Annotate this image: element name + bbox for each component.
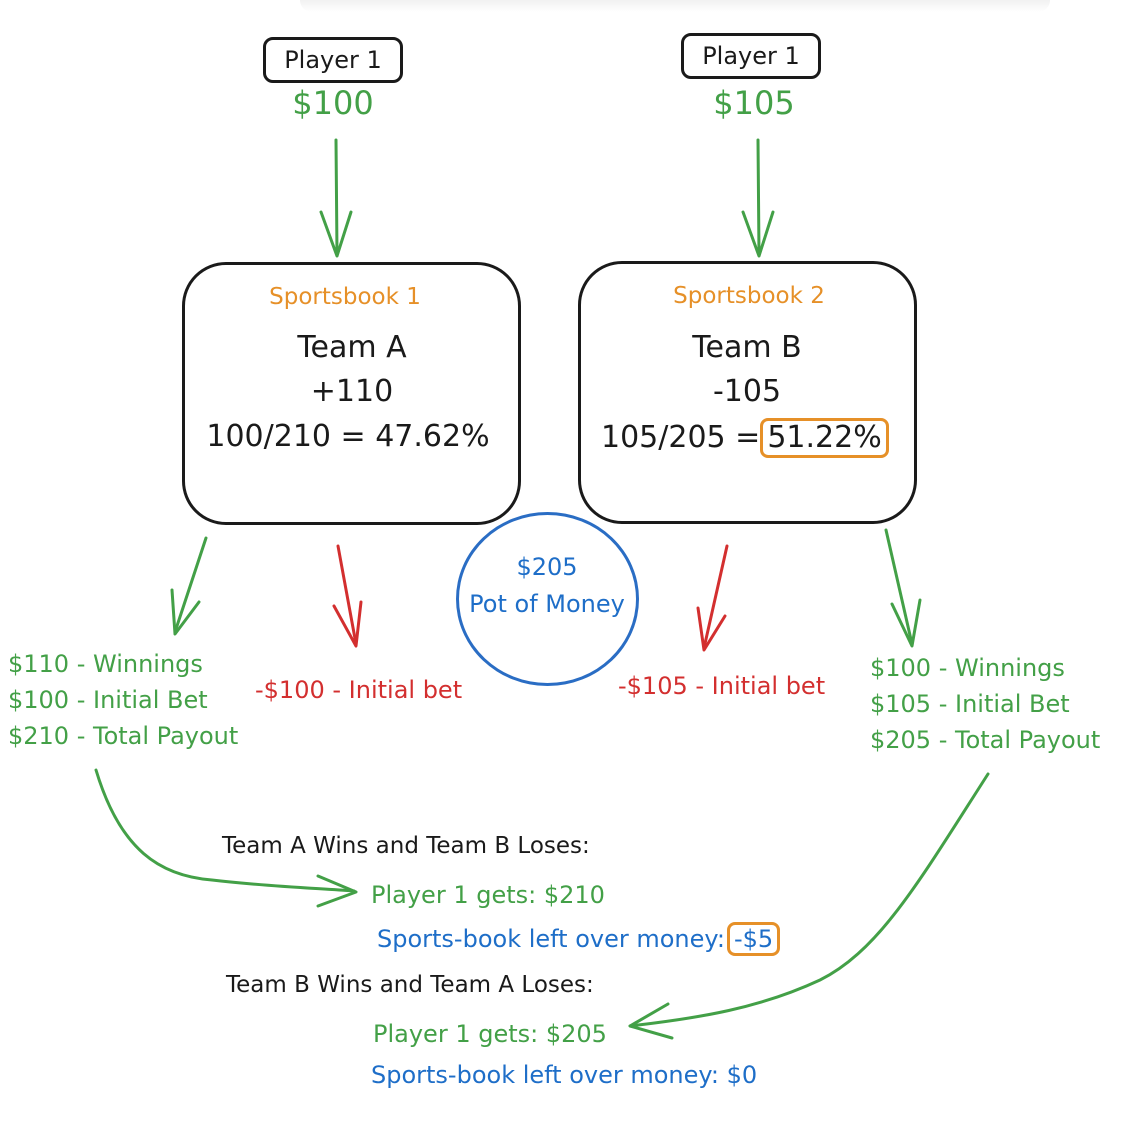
sportsbook-2-odds: -105 [712,374,782,409]
sportsbook-1-team: Team A [297,330,407,365]
sportsbook-2-team: Team B [692,330,802,365]
arrow-player-to-book1 [319,138,353,258]
arrow-book2-win [884,528,922,648]
arrow-player-to-book2 [741,138,775,258]
arrow-book2-loss [696,544,729,652]
scenario-a-book-highlight-box: -$5 [726,922,781,956]
scenario-b-book: Sports-book left over money: $0 [371,1061,758,1089]
sportsbook-2-card [578,261,917,524]
curve-left-to-scenario-a [94,768,358,908]
sportsbook-2-name: Sportsbook 2 [673,283,825,309]
pot-of-money-circle [456,512,639,686]
left-initial-bet: $100 - Initial Bet [8,686,208,714]
scenario-b-heading: Team B Wins and Team A Loses: [226,972,594,998]
player-right-stake: $105 [713,84,795,122]
sportsbook-2-calc: 105/205 =51.22% [601,418,889,458]
scenario-a-book-label: Sports-book left over money: [377,925,725,953]
scenario-b-player: Player 1 gets: $205 [373,1020,607,1048]
arrow-book1-loss [332,544,363,648]
left-loss: -$100 - Initial bet [255,676,463,704]
top-shadow [300,0,1050,12]
scenario-a-player: Player 1 gets: $210 [371,881,605,909]
sportsbook-1-name: Sportsbook 1 [269,284,421,310]
sportsbook-1-calc: 100/210 = 47.62% [206,419,490,454]
player-left-stake: $100 [292,84,374,122]
arrow-book1-win [170,536,208,636]
sportsbook-1-odds: +110 [310,374,394,409]
scenario-a-heading: Team A Wins and Team B Loses: [222,833,590,859]
sportsbook-1-card [182,262,521,525]
player-right-label: Player 1 [681,33,821,79]
right-winnings: $100 - Winnings [870,654,1065,682]
left-winnings: $110 - Winnings [8,650,203,678]
curve-right-to-scenario-b [628,772,990,1040]
right-total-payout: $205 - Total Payout [870,726,1101,754]
sportsbook-2-calc-text: 105/205 = [601,420,761,455]
player-left-label: Player 1 [263,37,403,83]
sportsbook-2-highlight-box: 51.22% [760,418,889,458]
scenario-a-book: Sports-book left over money:-$5 [377,922,781,956]
pot-label: Pot of Money [469,590,625,618]
left-total-payout: $210 - Total Payout [8,722,239,750]
right-initial-bet: $105 - Initial Bet [870,690,1070,718]
right-loss: -$105 - Initial bet [618,672,826,700]
pot-amount: $205 [516,553,578,581]
